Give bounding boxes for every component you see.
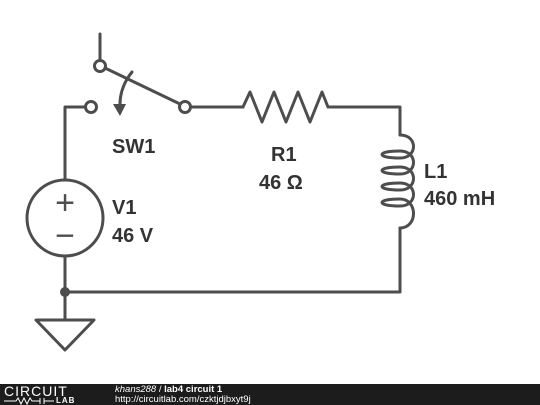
wire-right-top	[326, 105, 402, 137]
circuitlab-logo[interactable]: CIRCUIT LAB	[4, 384, 92, 405]
resistor-r1[interactable]	[241, 90, 330, 124]
logo-text-top: CIRCUIT	[4, 384, 68, 399]
resistor-value-label: 46 Ω	[259, 172, 303, 194]
footer-bar: CIRCUIT LAB khans288 / lab4 circuit 1 ht…	[0, 384, 540, 405]
source-circle	[25, 178, 105, 258]
inductor-l1[interactable]	[380, 133, 415, 230]
switch-sw1[interactable]	[84, 32, 192, 116]
logo-bottom-row: LAB	[4, 397, 92, 405]
voltage-source-v1[interactable]: + −	[25, 178, 105, 258]
logo-resistor-icon	[4, 397, 54, 405]
switch-arrow-head	[113, 104, 126, 116]
ground-node	[60, 287, 70, 297]
source-value-label: 46 V	[112, 225, 154, 247]
inductor-value-label: 460 mH	[424, 188, 495, 210]
switch-blade	[103, 66, 182, 106]
resistor-name-label: R1	[271, 144, 297, 166]
source-plus-sign: +	[55, 184, 75, 222]
circuit-url[interactable]: http://circuitlab.com/czktjdjbxyt9j	[115, 394, 251, 405]
logo-text-bottom: LAB	[56, 396, 76, 405]
author-link[interactable]: khans288	[115, 384, 157, 395]
source-name-label: V1	[112, 197, 136, 219]
wire-bottom	[63, 226, 402, 294]
footer-info: khans288 / lab4 circuit 1 http://circuit…	[115, 385, 251, 405]
title-separator: /	[156, 384, 165, 395]
ground-symbol	[34, 318, 96, 352]
switch-pivot	[93, 59, 107, 73]
footer-title-line: khans288 / lab4 circuit 1	[115, 385, 251, 395]
source-minus-sign: −	[55, 217, 75, 255]
circuit-title[interactable]: lab4 circuit 1	[164, 384, 223, 395]
wire-left-top	[63, 105, 88, 182]
switch-terminal-left	[84, 100, 98, 114]
switch-terminal-right	[178, 100, 192, 114]
circuit-schematic: + − SW1 R1 46 Ω L1 460 mH V1 46 V	[25, 32, 495, 352]
inductor-name-label: L1	[424, 161, 447, 183]
switch-label: SW1	[112, 136, 155, 158]
